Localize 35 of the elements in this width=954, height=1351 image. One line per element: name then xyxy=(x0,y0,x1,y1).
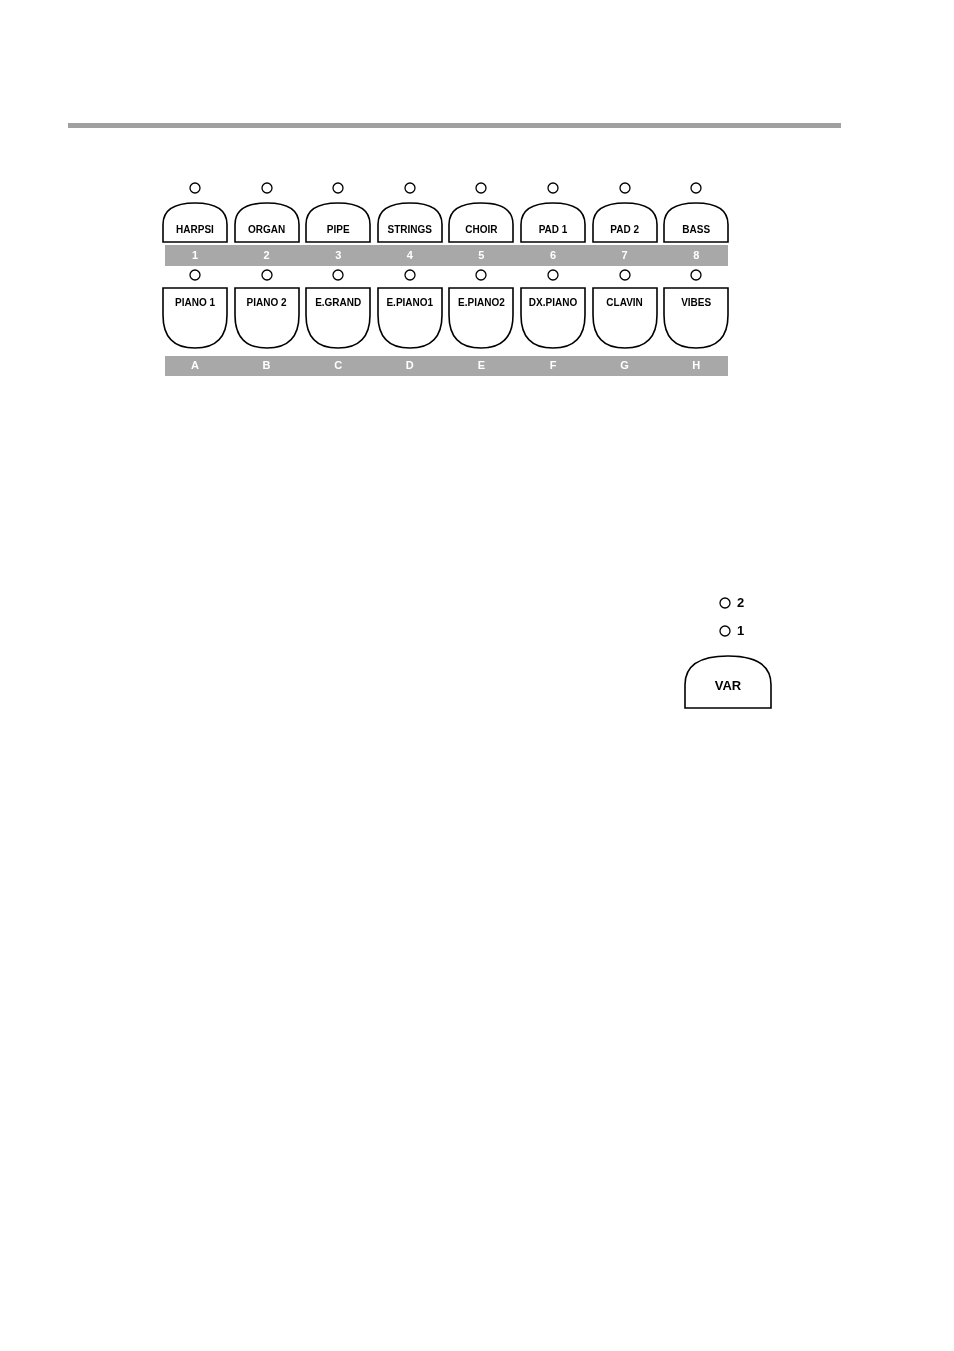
key-label: 8 xyxy=(692,248,701,262)
key-label: B xyxy=(261,358,272,372)
panel-button: PIANO 2 xyxy=(233,287,300,349)
key-label: 2 xyxy=(262,248,271,262)
panel-button: E.PIANO1 xyxy=(376,287,443,349)
panel-button: VIBES xyxy=(663,287,730,349)
key-label: H xyxy=(691,358,702,372)
key-label: 7 xyxy=(620,248,629,262)
panel-button: CLAVIN xyxy=(591,287,658,349)
panel-button: PAD 1 xyxy=(520,202,586,243)
panel-button: VAR xyxy=(684,655,772,709)
key-label: 4 xyxy=(405,248,414,262)
key-label: F xyxy=(548,358,558,372)
panel-button: PIPE xyxy=(305,202,372,243)
key-label: E xyxy=(476,358,487,372)
led-label: 1 xyxy=(737,624,745,638)
panel-button: ORGAN xyxy=(233,202,300,243)
panel-button: E.GRAND xyxy=(305,287,372,349)
panel-button: PIANO 1 xyxy=(162,287,228,349)
led-label: 2 xyxy=(737,596,745,610)
key-label: G xyxy=(619,358,630,372)
panel-button: DX.PIANO xyxy=(520,287,586,349)
key-label: 1 xyxy=(190,248,200,262)
key-label: 6 xyxy=(548,248,558,262)
key-label: C xyxy=(333,358,344,372)
key-label: D xyxy=(404,358,415,372)
key-label: 5 xyxy=(477,248,486,262)
panel-button: HARPSI xyxy=(162,202,228,243)
panel-button: PAD 2 xyxy=(591,202,658,243)
key-label: A xyxy=(190,358,200,372)
panel-button: E.PIANO2 xyxy=(448,287,515,349)
panel-button: CHOIR xyxy=(448,202,515,243)
panel-button: BASS xyxy=(663,202,730,243)
key-label: 3 xyxy=(334,248,343,262)
panel-button: STRINGS xyxy=(376,202,443,243)
